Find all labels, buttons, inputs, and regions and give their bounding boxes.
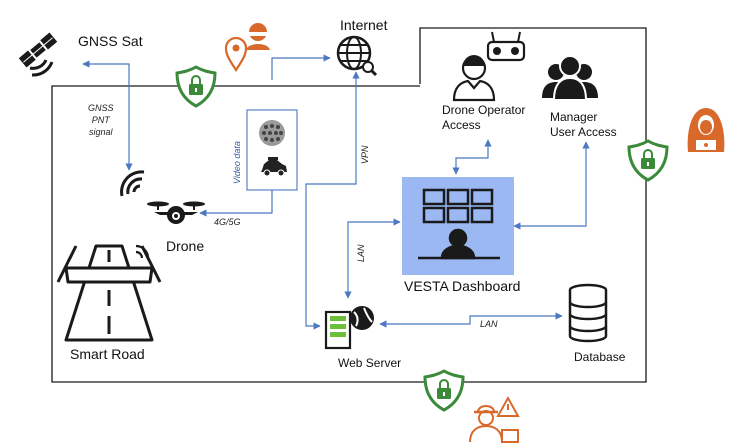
remote-controller-icon (486, 31, 526, 62)
crowd-icon (259, 120, 285, 146)
globe-icon (336, 35, 378, 77)
dashboard-icon (418, 188, 500, 260)
lan-dashboard-label: LAN (356, 244, 366, 262)
car-icon (261, 157, 287, 177)
server-icon (324, 306, 374, 350)
manager-group-icon (542, 55, 598, 101)
vpn-link (305, 71, 360, 330)
gnss-sat-label: GNSS Sat (78, 33, 143, 49)
video-data-label: Video data (232, 141, 242, 184)
road-icon (56, 244, 162, 342)
internet-link (271, 54, 331, 80)
operator-access-link (452, 139, 492, 175)
drone-label: Drone (166, 238, 205, 254)
drone-icon (147, 201, 205, 224)
shield-lock-icon (423, 369, 465, 412)
gnss-signal-label: GNSS PNT signal (88, 103, 114, 137)
vpn-label: VPN (360, 145, 370, 164)
dashboard-box (402, 177, 514, 275)
gnss-signal-link (82, 60, 133, 171)
network-boundary (51, 27, 647, 383)
insider-threat-icon (469, 395, 520, 443)
cellular-label: 4G/5G (214, 217, 241, 227)
signal-waves-icon (120, 170, 145, 197)
cellular-link (199, 190, 273, 217)
drone-operator-label: Drone Operator Access (442, 103, 526, 132)
connection-links (82, 54, 590, 330)
shield-lock-icon (175, 65, 217, 108)
dashboard-label: VESTA Dashboard (404, 278, 521, 294)
threat-location-icon (224, 23, 270, 72)
manager-label: Manager User Access (550, 110, 617, 139)
dashboard-lan-link (344, 218, 401, 299)
smart-road-label: Smart Road (70, 346, 145, 362)
database-lan-link (379, 312, 563, 328)
operator-icon (452, 55, 496, 102)
database-label: Database (574, 350, 626, 364)
satellite-icon (18, 32, 58, 77)
manager-access-link (513, 141, 590, 230)
shield-lock-icon (627, 139, 669, 182)
web-server-label: Web Server (338, 356, 402, 370)
hacker-icon (687, 108, 725, 152)
internet-label: Internet (340, 17, 388, 33)
database-icon (568, 283, 608, 343)
lan-db-label: LAN (480, 319, 498, 329)
